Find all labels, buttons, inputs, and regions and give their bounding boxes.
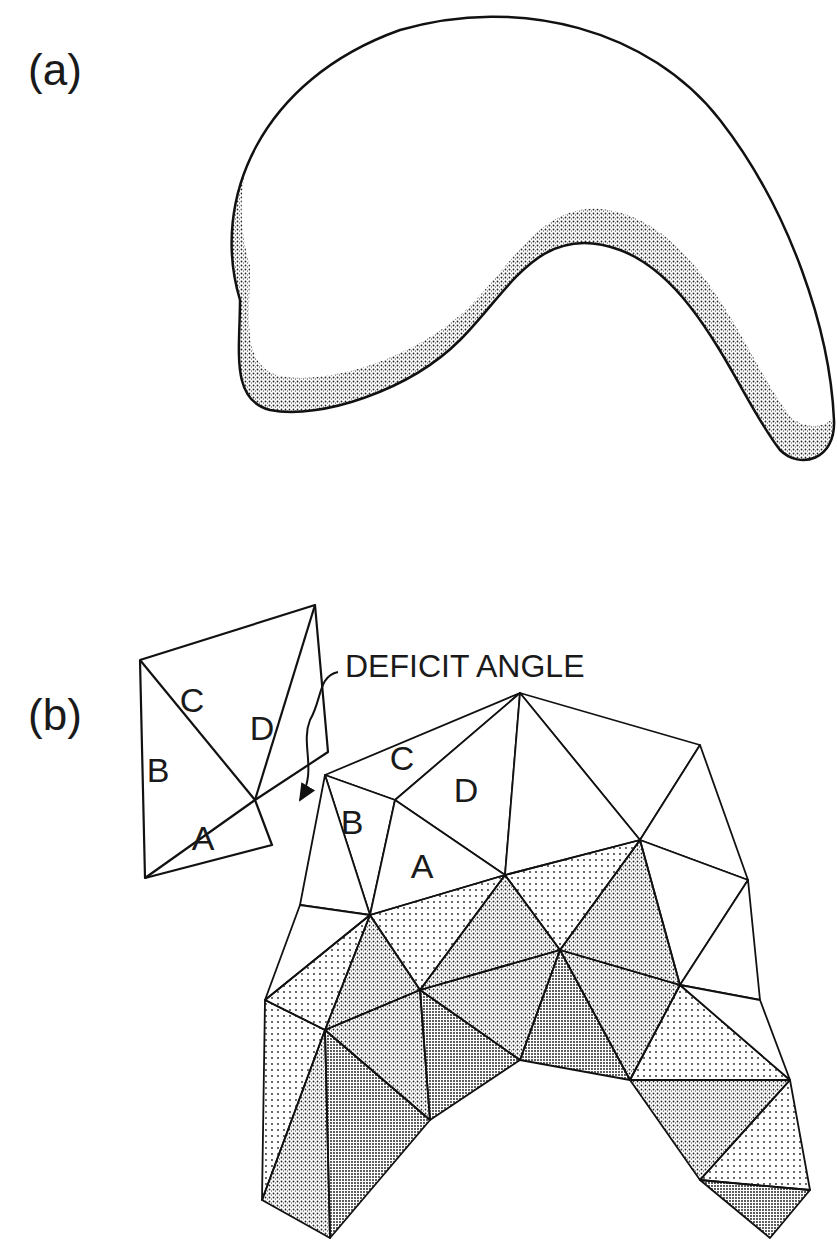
triangle-letter: A	[411, 849, 434, 883]
mesh-facet	[700, 1180, 810, 1238]
smooth-surface-shading	[0, 0, 837, 480]
triangle-letter: B	[147, 753, 170, 787]
triangle-letter: B	[341, 805, 364, 839]
triangle-letter: C	[390, 741, 415, 775]
panel-label: (b)	[28, 693, 82, 737]
mesh-facet	[700, 1080, 810, 1190]
triangle-letter: A	[192, 821, 215, 855]
triangle-letter: C	[180, 683, 205, 717]
mesh-facet	[325, 990, 430, 1120]
panel-label: (a)	[28, 48, 82, 92]
smooth-surface	[232, 17, 834, 460]
mesh-facet	[630, 985, 790, 1080]
mesh-facet	[680, 985, 790, 1080]
mesh-facet	[262, 1030, 330, 1238]
mesh-facet	[680, 880, 760, 1000]
mesh-facet	[300, 775, 370, 915]
flattened-fan	[140, 605, 328, 878]
triangle-letter: D	[454, 773, 479, 807]
triangle-letter: D	[250, 711, 275, 745]
callout-text: DEFICIT ANGLE	[345, 650, 584, 682]
triangulated-surface	[262, 693, 810, 1238]
